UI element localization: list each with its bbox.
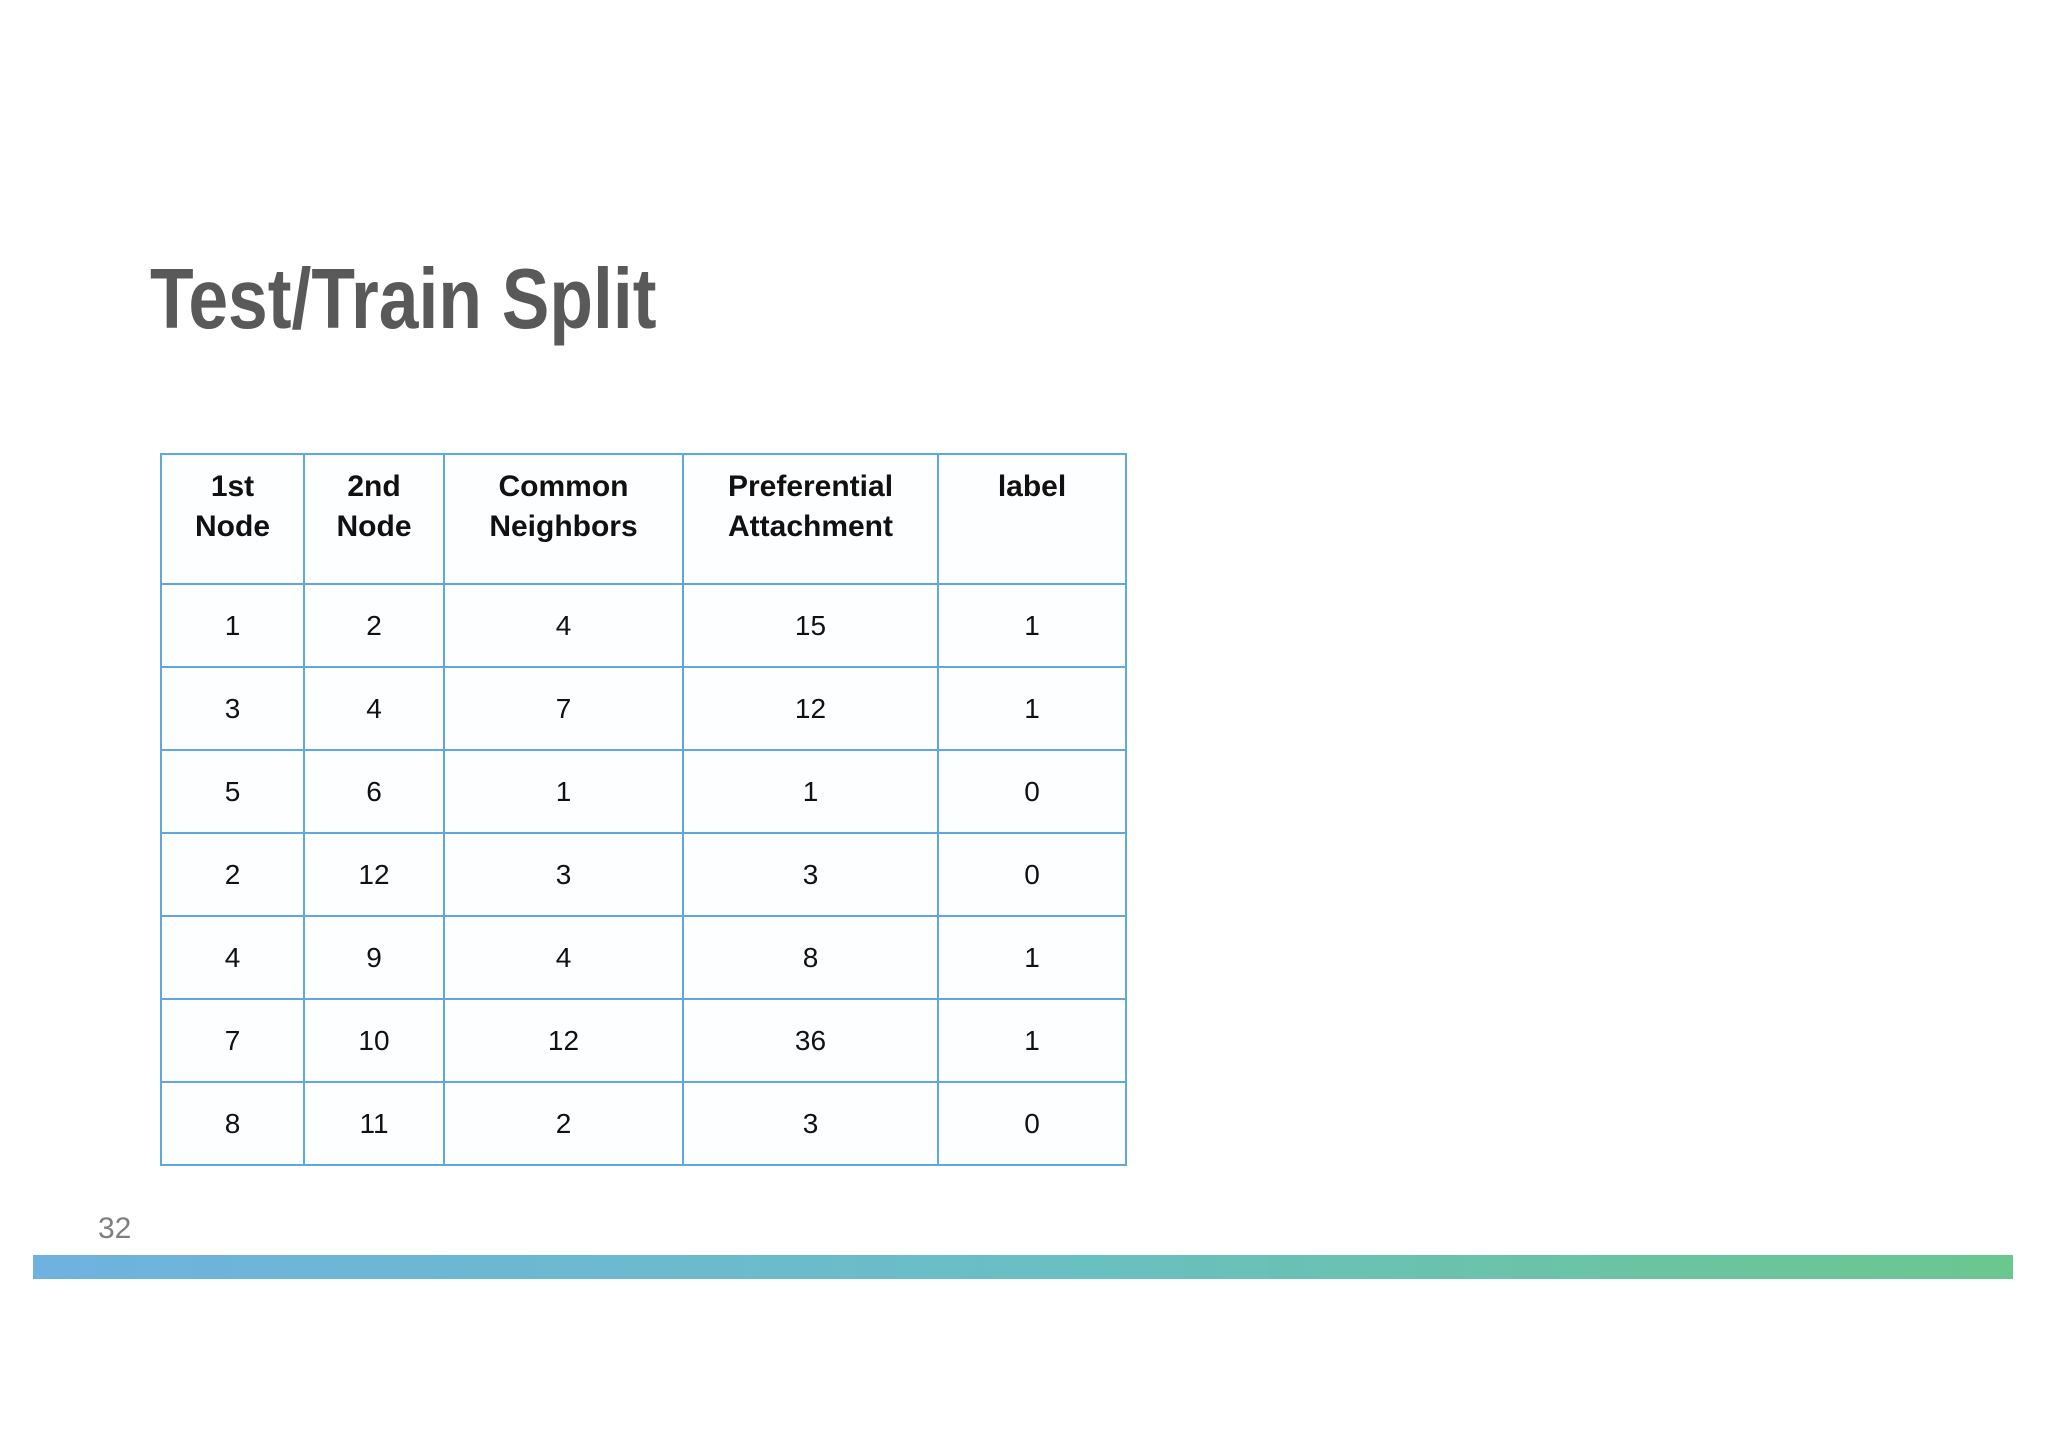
table-cell: 1 — [160, 583, 305, 668]
table-header-row: 1st Node 2nd Node Common Neighbors Prefe… — [160, 453, 1127, 585]
table-cell: 1 — [937, 583, 1127, 668]
table-cell: 4 — [160, 915, 305, 1000]
table-cell: 1 — [682, 749, 939, 834]
table-cell: 2 — [303, 583, 445, 668]
train-test-split-table: 1st Node 2nd Node Common Neighbors Prefe… — [160, 453, 1127, 1166]
table-row: 8 11 2 3 0 — [160, 1081, 1127, 1166]
header-cell-2nd-node: 2nd Node — [303, 453, 445, 585]
table-cell: 4 — [443, 583, 684, 668]
table-cell: 6 — [303, 749, 445, 834]
table-cell: 3 — [682, 1081, 939, 1166]
table-cell: 5 — [160, 749, 305, 834]
table-cell: 15 — [682, 583, 939, 668]
table-cell: 7 — [160, 998, 305, 1083]
table-cell: 1 — [937, 998, 1127, 1083]
table-cell: 1 — [937, 666, 1127, 751]
table-row: 5 6 1 1 0 — [160, 749, 1127, 834]
table-cell: 9 — [303, 915, 445, 1000]
table-cell: 7 — [443, 666, 684, 751]
table-cell: 8 — [160, 1081, 305, 1166]
table-cell: 12 — [303, 832, 445, 917]
header-cell-1st-node: 1st Node — [160, 453, 305, 585]
table-cell: 0 — [937, 832, 1127, 917]
table-cell: 12 — [443, 998, 684, 1083]
table-cell: 1 — [443, 749, 684, 834]
table-row: 2 12 3 3 0 — [160, 832, 1127, 917]
slide-title: Test/Train Split — [150, 252, 657, 347]
table-cell: 2 — [160, 832, 305, 917]
table-cell: 3 — [443, 832, 684, 917]
table-row: 1 2 4 15 1 — [160, 583, 1127, 668]
table-cell: 0 — [937, 1081, 1127, 1166]
table-cell: 3 — [682, 832, 939, 917]
table-cell: 12 — [682, 666, 939, 751]
header-cell-common-neighbors: Common Neighbors — [443, 453, 684, 585]
table-row: 7 10 12 36 1 — [160, 998, 1127, 1083]
table-cell: 2 — [443, 1081, 684, 1166]
bottom-gradient-bar — [33, 1255, 2013, 1279]
table-cell: 36 — [682, 998, 939, 1083]
header-cell-label: label — [937, 453, 1127, 585]
table-cell: 0 — [937, 749, 1127, 834]
table-cell: 4 — [303, 666, 445, 751]
header-cell-preferential-attachment: Preferential Attachment — [682, 453, 939, 585]
table-cell: 4 — [443, 915, 684, 1000]
table-row: 4 9 4 8 1 — [160, 915, 1127, 1000]
table-cell: 10 — [303, 998, 445, 1083]
table-cell: 1 — [937, 915, 1127, 1000]
table-cell: 3 — [160, 666, 305, 751]
page-number: 32 — [98, 1212, 132, 1245]
table-row: 3 4 7 12 1 — [160, 666, 1127, 751]
table-cell: 8 — [682, 915, 939, 1000]
table-cell: 11 — [303, 1081, 445, 1166]
